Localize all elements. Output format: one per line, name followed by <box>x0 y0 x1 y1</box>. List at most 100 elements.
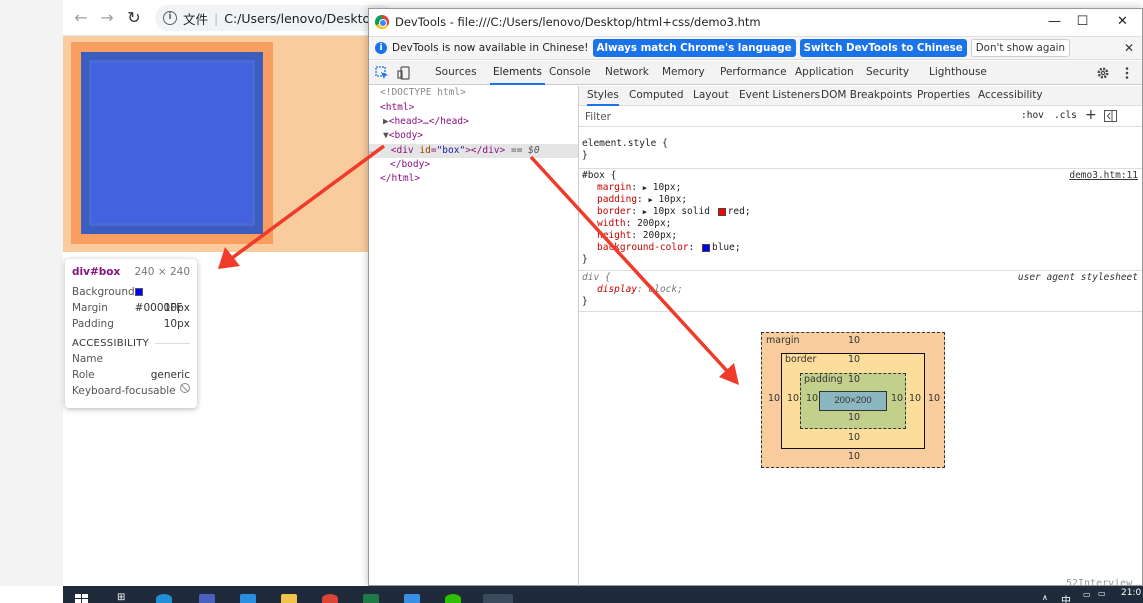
margin-right-value[interactable]: 10 <box>928 393 941 404</box>
tab-network[interactable]: Network <box>605 66 649 78</box>
subtab-dom-breakpoints[interactable]: DOM Breakpoints <box>821 89 913 101</box>
padding-left-value[interactable]: 10 <box>806 393 819 404</box>
rule-close-brace: } <box>582 150 588 161</box>
ua-selector: div { <box>582 272 611 283</box>
new-rule-icon[interactable]: + <box>1085 107 1097 123</box>
prop-border[interactable]: border: ▶ 10px solid red; <box>597 206 751 217</box>
tab-console[interactable]: Console <box>549 66 591 78</box>
dom-html[interactable]: <html> <box>380 102 415 113</box>
address-bar[interactable]: i 文件 | C:/Users/lenovo/Desktop/ <box>155 5 395 31</box>
desktop-left-gutter <box>0 0 63 586</box>
padding-top-value[interactable]: 10 <box>848 374 861 385</box>
infobar-close-icon[interactable]: ✕ <box>1123 41 1134 55</box>
maximize-icon[interactable]: ☐ <box>1076 14 1089 29</box>
dom-head[interactable]: ▶<head>…</head> <box>383 116 469 127</box>
task-view-icon[interactable]: ⊞ <box>117 592 126 603</box>
border-bottom-value[interactable]: 10 <box>848 432 861 443</box>
device-toolbar-icon[interactable] <box>397 66 411 80</box>
tab-memory[interactable]: Memory <box>662 66 705 78</box>
tab-sources[interactable]: Sources <box>435 66 477 78</box>
taskbar-tray-icon[interactable]: ▭ <box>1083 590 1091 599</box>
tooltip-label: Margin <box>72 302 108 314</box>
subtab-computed[interactable]: Computed <box>629 89 684 101</box>
box-model-padding[interactable] <box>800 373 906 429</box>
subtab-accessibility[interactable]: Accessibility <box>978 89 1043 101</box>
margin-top-value[interactable]: 10 <box>848 335 861 346</box>
browser-toolbar: ← → ↻ i 文件 | C:/Users/lenovo/Desktop/ <box>63 0 395 36</box>
tab-performance[interactable]: Performance <box>720 66 787 78</box>
address-separator: | <box>214 10 219 26</box>
vscode-icon[interactable] <box>240 594 256 603</box>
tab-application[interactable]: Application <box>795 66 854 78</box>
cls-toggle[interactable]: .cls <box>1054 110 1077 121</box>
dont-show-again-button[interactable]: Don't show again <box>970 39 1071 57</box>
subtab-styles[interactable]: Styles <box>587 86 619 106</box>
reload-icon[interactable]: ↻ <box>127 8 141 27</box>
tray-up-icon[interactable]: ∧ <box>1042 593 1048 602</box>
padding-bottom-value[interactable]: 10 <box>848 412 861 423</box>
prop-margin[interactable]: margin: ▶ 10px; <box>597 182 682 193</box>
taskbar-app-icon[interactable] <box>404 594 420 603</box>
blue-swatch[interactable] <box>701 243 710 252</box>
box-model-border-label: border <box>785 354 817 365</box>
dom-html-close[interactable]: </html> <box>380 173 421 184</box>
styles-filter-input[interactable]: Filter <box>585 111 612 123</box>
dom-div-box[interactable]: …<div id="box"></div> == $0 <box>369 144 578 158</box>
clock[interactable]: 21:0 <box>1121 588 1142 598</box>
dom-ellipsis[interactable]: … <box>369 145 375 156</box>
box-model-content[interactable]: 200×200 <box>819 391 887 411</box>
prop-padding[interactable]: padding: ▶ 10px; <box>597 194 688 205</box>
box-content-highlight <box>92 63 252 223</box>
tooltip-label: Background <box>72 286 135 298</box>
match-language-button[interactable]: Always match Chrome's language <box>592 39 796 57</box>
prop-height[interactable]: height: 200px; <box>597 230 678 241</box>
dom-doctype[interactable]: <!DOCTYPE html> <box>380 87 466 98</box>
more-options-icon[interactable] <box>1120 66 1134 80</box>
settings-gear-icon[interactable] <box>1096 66 1110 80</box>
back-arrow-icon[interactable]: ← <box>74 8 88 27</box>
excel-icon[interactable] <box>363 594 379 603</box>
border-left-value[interactable]: 10 <box>787 393 800 404</box>
taskbar-app-icon[interactable] <box>156 594 172 603</box>
tab-security[interactable]: Security <box>866 66 910 78</box>
red-swatch[interactable] <box>717 207 726 216</box>
close-window-icon[interactable]: ✕ <box>1117 14 1128 29</box>
file-explorer-icon[interactable] <box>281 594 297 603</box>
tab-elements[interactable]: Elements <box>490 61 545 85</box>
windows-start-icon[interactable] <box>75 594 89 603</box>
switch-chinese-button[interactable]: Switch DevTools to Chinese <box>799 39 967 57</box>
infobar-message: DevTools is now available in Chinese! <box>392 42 589 54</box>
wechat-icon[interactable] <box>445 594 461 603</box>
source-link[interactable]: demo3.htm:11 <box>1069 170 1138 181</box>
subtab-properties[interactable]: Properties <box>917 89 971 101</box>
element-style-selector[interactable]: element.style { <box>582 138 668 149</box>
inspect-element-icon[interactable] <box>375 66 389 80</box>
subtab-event-listeners[interactable]: Event Listeners <box>739 89 821 101</box>
dom-body[interactable]: ▼<body> <box>383 130 424 141</box>
margin-bottom-value[interactable]: 10 <box>848 451 861 462</box>
taskbar-tray-icon[interactable]: ▭ <box>1098 589 1106 598</box>
chrome-icon[interactable] <box>322 594 338 603</box>
box-model-padding-label: padding <box>804 374 843 385</box>
prop-width[interactable]: width: 200px; <box>597 218 672 229</box>
hov-toggle[interactable]: :hov <box>1021 110 1044 121</box>
toggle-sidebar-icon[interactable] <box>1104 110 1117 122</box>
border-right-value[interactable]: 10 <box>909 393 922 404</box>
dom-body-close[interactable]: </body> <box>390 159 431 170</box>
subtab-layout[interactable]: Layout <box>693 89 729 101</box>
tooltip-row-focusable: Keyboard-focusable <box>72 383 190 399</box>
box-selector[interactable]: #box { <box>582 170 617 181</box>
site-info-icon[interactable]: i <box>163 11 177 25</box>
border-top-value[interactable]: 10 <box>848 354 861 365</box>
margin-left-value[interactable]: 10 <box>768 393 781 404</box>
ime-indicator[interactable]: 中 <box>1061 596 1071 603</box>
chrome-active-icon[interactable] <box>483 594 513 603</box>
taskbar-app-icon[interactable] <box>199 594 215 603</box>
devtools-titlebar[interactable]: DevTools - file:///C:/Users/lenovo/Deskt… <box>369 9 1142 34</box>
tab-lighthouse[interactable]: Lighthouse <box>929 66 987 78</box>
forward-arrow-icon[interactable]: → <box>100 8 114 27</box>
rule-user-agent: div {user agent stylesheet display: bloc… <box>579 272 1142 312</box>
minimize-icon[interactable]: — <box>1048 14 1061 29</box>
prop-background-color[interactable]: background-color: blue; <box>597 242 741 253</box>
padding-right-value[interactable]: 10 <box>891 393 904 404</box>
